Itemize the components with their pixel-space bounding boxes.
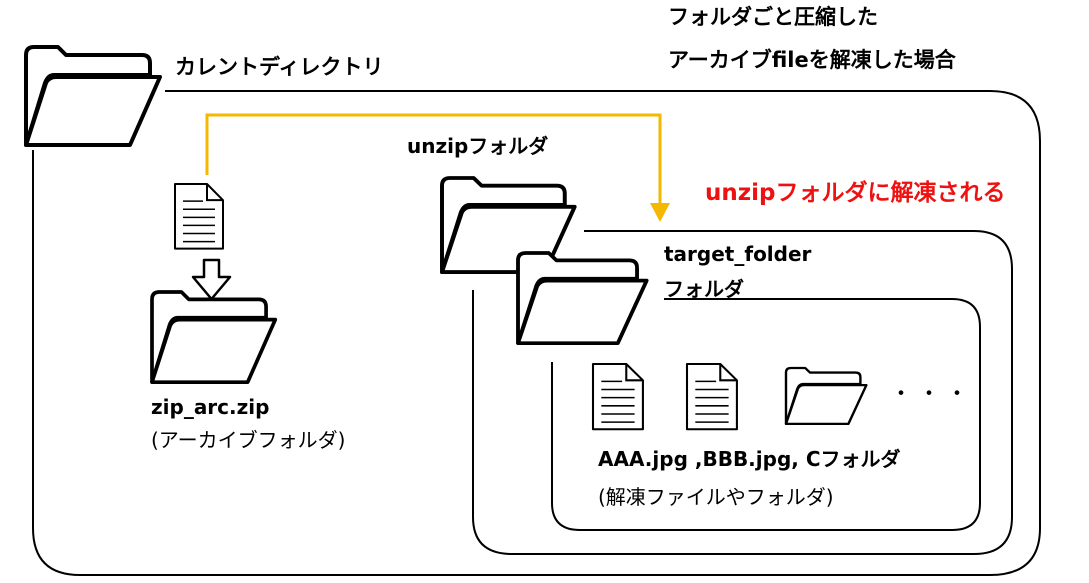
title-line-2: アーカイブfileを解凍した場合 <box>668 48 956 72</box>
archive-folder-icon <box>150 290 278 385</box>
archive-document-icon <box>173 182 225 250</box>
down-arrow-icon <box>191 258 232 301</box>
current-directory-frame <box>32 90 1041 576</box>
unzip-folder-frame <box>472 230 1013 555</box>
folder-c-icon <box>784 366 868 426</box>
unzip-folder-label: unzipフォルダ <box>407 134 549 158</box>
target-folder-icon <box>516 251 649 346</box>
target-folder-frame <box>551 298 981 531</box>
more-items-ellipsis: ・・・ <box>890 382 975 407</box>
archive-name-label: zip_arc.zip <box>151 395 270 419</box>
title-line-1: フォルダごと圧縮した <box>668 5 878 29</box>
extraction-annotation: unzipフォルダに解凍される <box>705 180 1006 206</box>
current-directory-label: カレントディレクトリ <box>175 55 384 79</box>
archive-description-label: (アーカイブフォルダ) <box>151 428 346 452</box>
target-folder-label-line-2: フォルダ <box>664 277 744 301</box>
current-directory-folder-icon <box>24 45 162 147</box>
target-folder-label-line-1: target_folder <box>664 242 812 266</box>
extraction-arrow <box>205 113 662 205</box>
file-aaa-document-icon <box>591 362 644 431</box>
extracted-description-label: (解凍ファイルやフォルダ) <box>598 485 834 509</box>
extraction-arrowhead <box>650 203 670 222</box>
extracted-items-label: AAA.jpg ,BBB.jpg, Cフォルダ <box>598 447 901 471</box>
file-bbb-document-icon <box>685 362 738 431</box>
